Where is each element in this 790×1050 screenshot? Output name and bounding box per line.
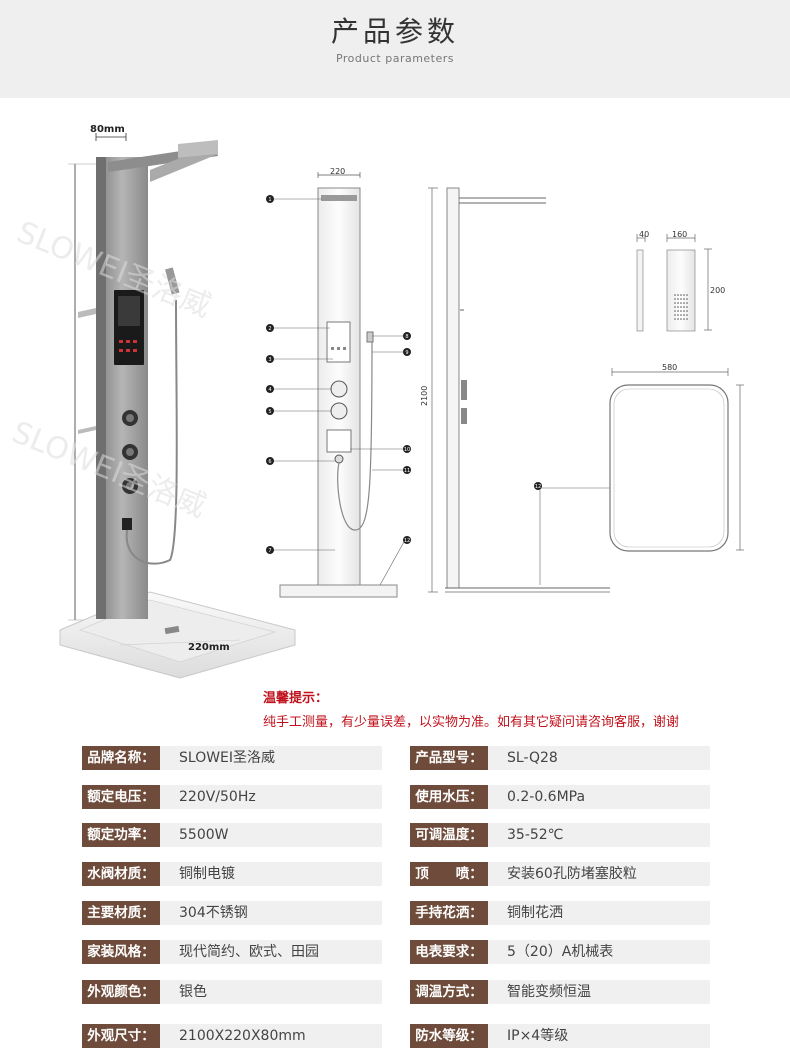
callout-7: 7	[268, 548, 271, 554]
callout-12a: 12	[404, 538, 410, 544]
callout-9: 9	[405, 350, 408, 356]
dim-head-height: 200	[710, 286, 725, 295]
spec-row: 水阀材质： 铜制电镀	[82, 862, 382, 886]
spec-value: 304不锈钢	[179, 905, 248, 921]
spec-value: 安装60孔防堵塞胶粒	[507, 866, 637, 882]
callout-6: 6	[268, 459, 271, 465]
spec-value: 现代简约、欧式、田园	[179, 944, 319, 960]
dim-base-width: 220mm	[188, 642, 230, 653]
spec-value: 5（20）A机械表	[507, 944, 614, 960]
spec-row: 外观尺寸： 2100X220X80mm	[82, 1024, 382, 1048]
spec-row: 防水等级： IP×4等级	[410, 1024, 710, 1048]
spec-value: SL-Q28	[507, 750, 558, 766]
spec-label: 使用水压：	[410, 785, 488, 809]
spec-value: 银色	[179, 984, 207, 1000]
spec-value: 铜制花洒	[507, 905, 563, 921]
spec-label: 电表要求：	[410, 940, 488, 964]
spec-label: 可调温度：	[410, 823, 488, 847]
spec-label: 家装风格：	[82, 940, 160, 964]
spec-label: 外观尺寸：	[82, 1024, 160, 1048]
spec-label: 品牌名称：	[82, 746, 160, 770]
spec-label: 防水等级：	[410, 1024, 488, 1048]
spec-row: 电表要求： 5（20）A机械表	[410, 940, 710, 964]
product-drawing: 80mm 2100mm 220mm	[7, 124, 744, 679]
dim-tray-width: 580	[662, 363, 677, 372]
spec-label: 主要材质：	[82, 901, 160, 925]
spec-row: 调温方式： 智能变频恒温	[410, 980, 710, 1004]
dim-head-depth: 40	[639, 230, 649, 239]
spec-value: 铜制电镀	[179, 866, 235, 882]
spec-row: 外观颜色： 银色	[82, 980, 382, 1004]
spec-label: 水阀材质：	[82, 862, 160, 886]
callout-12b: 12	[535, 484, 541, 490]
callout-8: 8	[405, 334, 408, 340]
front-drawing	[272, 172, 610, 598]
spec-value: 35-52℃	[507, 827, 564, 843]
spec-value: SLOWEI圣洛威	[179, 750, 276, 766]
spec-value: 0.2-0.6MPa	[507, 789, 586, 805]
page-title: 产品参数	[330, 15, 459, 48]
spec-value: 智能变频恒温	[507, 984, 591, 1000]
dim-front-height: 2100	[420, 386, 429, 406]
page-subtitle: Product parameters	[335, 52, 455, 65]
spec-value: IP×4等级	[507, 1028, 569, 1044]
dim-width-top: 80mm	[90, 124, 125, 135]
spec-value: 5500W	[179, 827, 229, 843]
spec-row: 家装风格： 现代简约、欧式、田园	[82, 940, 382, 964]
spec-row: 主要材质： 304不锈钢	[82, 901, 382, 925]
callout-4: 4	[268, 387, 271, 393]
spec-label: 手持花洒：	[410, 901, 488, 925]
callout-2: 2	[268, 326, 271, 332]
callout-3: 3	[268, 357, 271, 363]
spec-row: 手持花洒： 铜制花洒	[410, 901, 710, 925]
spec-value: 220V/50Hz	[179, 789, 256, 805]
notice-body: 纯手工测量，有少量误差，以实物为准。如有其它疑问请咨询客服，谢谢	[263, 715, 680, 730]
head-detail	[636, 234, 712, 332]
spec-label: 调温方式：	[410, 980, 488, 1004]
tray-detail	[609, 368, 744, 552]
notice: 温馨提示： 纯手工测量，有少量误差，以实物为准。如有其它疑问请咨询客服，谢谢	[263, 687, 783, 730]
callout-markers: 1 2 3 4 5 6 7 8 9 10 11 12 12	[266, 195, 542, 554]
spec-row: 顶 喷： 安装60孔防堵塞胶粒	[410, 862, 710, 886]
notice-title: 温馨提示：	[263, 691, 329, 706]
spec-row: 品牌名称： SLOWEI圣洛威	[82, 746, 382, 770]
callout-5: 5	[268, 409, 271, 415]
product-illustration: 80mm 2100mm 220mm	[0, 100, 790, 680]
spec-label: 额定电压：	[82, 785, 160, 809]
spec-row: 可调温度： 35-52℃	[410, 823, 710, 847]
spec-row: 额定电压： 220V/50Hz	[82, 785, 382, 809]
section-header: 产品参数 Product parameters	[0, 0, 790, 98]
dim-front-width: 220	[330, 167, 345, 176]
spec-row: 产品型号： SL-Q28	[410, 746, 710, 770]
spec-value: 2100X220X80mm	[179, 1028, 306, 1044]
callout-10: 10	[404, 447, 410, 453]
dim-head-width: 160	[672, 230, 687, 239]
spec-label: 顶 喷：	[410, 862, 488, 886]
spec-label: 外观颜色：	[82, 980, 160, 1004]
spec-label: 额定功率：	[82, 823, 160, 847]
product-photo: 80mm 2100mm 220mm	[7, 124, 296, 679]
spec-row: 额定功率： 5500W	[82, 823, 382, 847]
spec-row: 使用水压： 0.2-0.6MPa	[410, 785, 710, 809]
side-drawing	[428, 187, 610, 593]
callout-1: 1	[268, 197, 271, 203]
spec-label: 产品型号：	[410, 746, 488, 770]
callout-11: 11	[404, 468, 410, 474]
